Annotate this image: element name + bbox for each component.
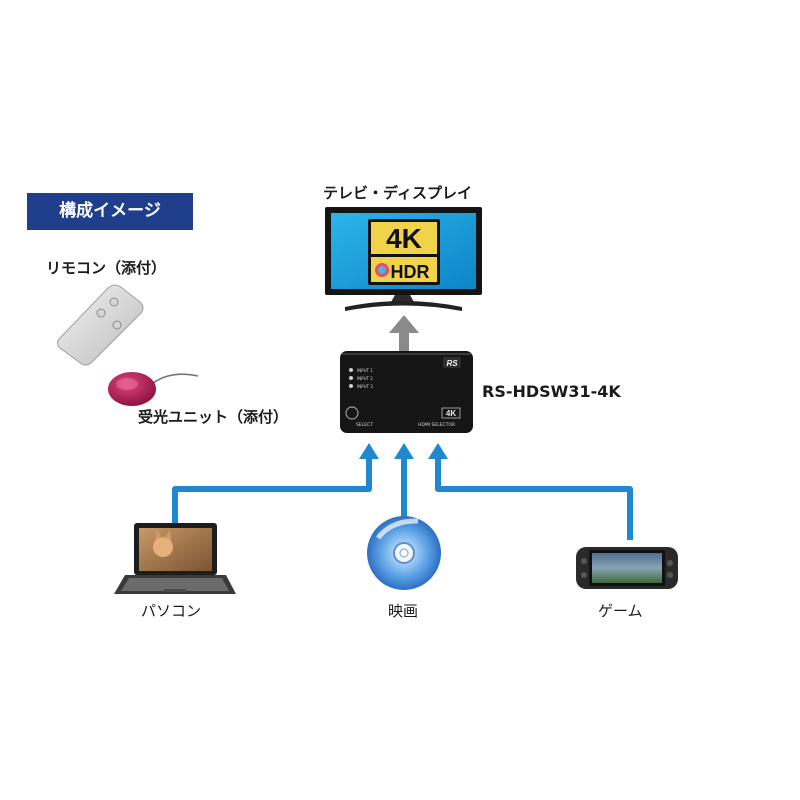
arrow-game <box>428 443 448 459</box>
tv-stand-base <box>345 301 462 311</box>
receiver-unit-icon <box>108 372 199 406</box>
hdmi-selector-device: INPUT 1 INPUT 2 INPUT 3 SELECT HDMI SELE… <box>340 351 473 433</box>
tv-label: テレビ・ディスプレイ <box>323 184 472 202</box>
tv-stand-neck <box>391 295 414 302</box>
source-label-game: ゲーム <box>598 602 643 620</box>
select-button <box>345 406 359 420</box>
input-label-2: INPUT 2 <box>357 376 373 381</box>
arrow-pc <box>359 443 379 459</box>
kitten-image <box>153 537 173 557</box>
laptop-screen <box>139 528 212 571</box>
logo-hdr-text: HDR <box>391 262 430 282</box>
input-led-3 <box>349 384 353 388</box>
remote-label: リモコン（添付） <box>46 259 167 277</box>
disc-icon <box>367 516 441 590</box>
logo-4k-text: 4K <box>386 223 422 254</box>
source-label-pc: パソコン <box>141 602 202 620</box>
source-label-movie: 映画 <box>388 602 419 620</box>
input-led-2 <box>349 376 353 380</box>
remote-control-icon <box>57 284 144 366</box>
brand-logo-bg <box>443 357 461 368</box>
console-screen <box>592 553 662 583</box>
model-label: RS-HDSW31-4K <box>482 382 621 401</box>
tv-display: 4K HDR <box>325 207 482 311</box>
input-label-3: INPUT 3 <box>357 384 373 389</box>
badge-4k-text: 4K <box>446 409 456 418</box>
product-label: HDMI SELECTOR <box>418 422 455 428</box>
cable-pc <box>172 456 372 527</box>
section-badge: 構成イメージ <box>27 193 193 230</box>
input-cables <box>172 456 633 540</box>
select-label: SELECT <box>356 422 373 428</box>
input-led-1 <box>349 368 353 372</box>
cable-game <box>435 456 633 540</box>
input-label-1: INPUT 1 <box>357 368 373 373</box>
arrow-movie <box>394 443 414 459</box>
badge-4k-frame <box>441 407 461 419</box>
output-arrow <box>389 315 419 351</box>
laptop-icon <box>114 523 236 594</box>
game-console-icon <box>576 547 678 589</box>
logo-4k-bg <box>371 222 437 254</box>
input-arrows <box>359 443 448 459</box>
receiver-label: 受光ユニット（添付） <box>138 408 289 426</box>
brand-logo: RS <box>446 359 458 368</box>
